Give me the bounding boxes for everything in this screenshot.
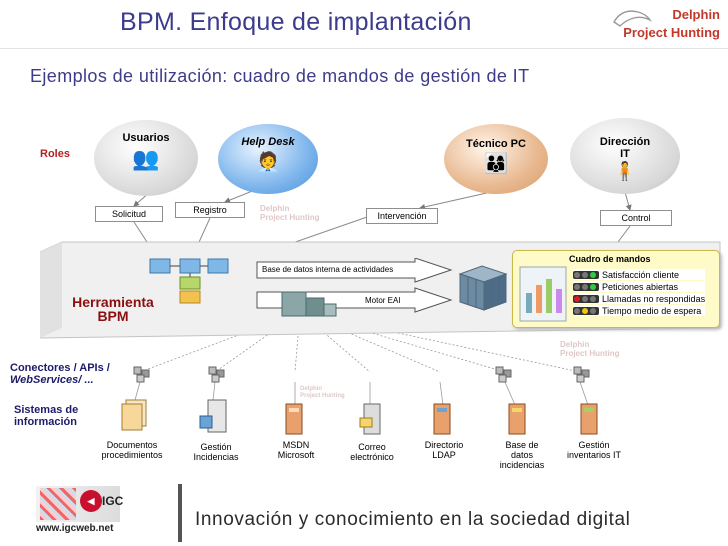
igc-badge-icon: ◀ xyxy=(80,490,102,512)
action-solicitud: Solicitud xyxy=(95,206,163,222)
dashboard-panel: Cuadro de mandos Satisfacción cliente Pe… xyxy=(512,250,720,328)
data-cube-icon xyxy=(458,265,508,311)
director-icon: 🧍 xyxy=(613,161,637,181)
traffic-light-icon xyxy=(573,306,599,315)
footer-tagline: Innovación y conocimiento en la sociedad… xyxy=(195,509,631,530)
connector-icon xyxy=(132,364,152,384)
dashboard-item: Llamadas no respondidas xyxy=(573,293,706,304)
motor-eai-label: Motor EAI xyxy=(365,296,401,305)
igc-label: IGC xyxy=(102,494,124,508)
delphin-logo: Delphin Project Hunting xyxy=(606,4,726,46)
footer-divider xyxy=(178,484,182,542)
inventory-server-icon xyxy=(580,403,598,435)
dashboard-item: Satisfacción cliente xyxy=(573,269,706,280)
database-activities-label: Base de datos interna de actividades xyxy=(262,265,394,274)
technician-icon: 👨‍👩‍👦 xyxy=(483,153,509,175)
igc-url: www.igcweb.net xyxy=(36,523,114,534)
action-registro: Registro xyxy=(175,202,245,218)
roles-label: Roles xyxy=(40,148,70,160)
documents-icon xyxy=(121,399,147,431)
traffic-light-icon xyxy=(573,282,599,291)
role-tecnico-pc: Técnico PC 👨‍👩‍👦 xyxy=(444,124,548,194)
server-tower-icon xyxy=(285,403,303,435)
users-icon: 👥 xyxy=(132,146,160,171)
role-label: Técnico PC xyxy=(466,138,526,150)
role-usuarios: Usuarios 👥 xyxy=(94,120,198,196)
role-direccion-it: Dirección IT 🧍 xyxy=(570,118,680,194)
mail-server-icon xyxy=(359,403,381,435)
dashboard-title: Cuadro de mandos xyxy=(569,254,651,264)
dashboard-item: Tiempo medio de espera xyxy=(573,305,706,316)
header-divider xyxy=(0,48,728,49)
process-flow-icon xyxy=(149,258,229,304)
page-subtitle: Ejemplos de utilización: cuadro de mando… xyxy=(30,66,530,86)
connector-icon xyxy=(207,364,227,384)
dolphin-icon xyxy=(613,10,652,27)
eai-puzzle-icon xyxy=(281,291,337,317)
helpdesk-agent-icon: 🧑‍💼 xyxy=(255,152,281,174)
dashboard-list: Satisfacción cliente Peticiones abiertas… xyxy=(573,269,706,316)
server-icon xyxy=(199,399,227,433)
role-label: Help Desk xyxy=(241,136,295,148)
database-server-icon xyxy=(508,403,526,435)
connector-icon xyxy=(494,364,514,384)
dashboard-item: Peticiones abiertas xyxy=(573,281,706,292)
traffic-light-icon xyxy=(573,270,599,279)
igc-logo: ◀ IGC xyxy=(36,486,124,522)
ldap-server-icon xyxy=(433,403,451,435)
role-label: Usuarios xyxy=(122,132,170,144)
logo-line2: Project Hunting xyxy=(623,25,720,40)
conectores-label: Conectores / APIs /WebServices/ ... xyxy=(10,362,110,386)
role-label: Dirección IT xyxy=(599,136,651,160)
role-help-desk: Help Desk 🧑‍💼 xyxy=(218,124,318,194)
logo-line1: Delphin xyxy=(672,7,720,22)
action-intervencion: Intervención xyxy=(366,208,438,224)
dashboard-charts-icon xyxy=(519,266,567,322)
connector-icon xyxy=(572,364,592,384)
traffic-light-icon xyxy=(573,294,599,303)
page-title: BPM. Enfoque de implantación xyxy=(120,8,472,36)
action-control: Control xyxy=(600,210,672,226)
